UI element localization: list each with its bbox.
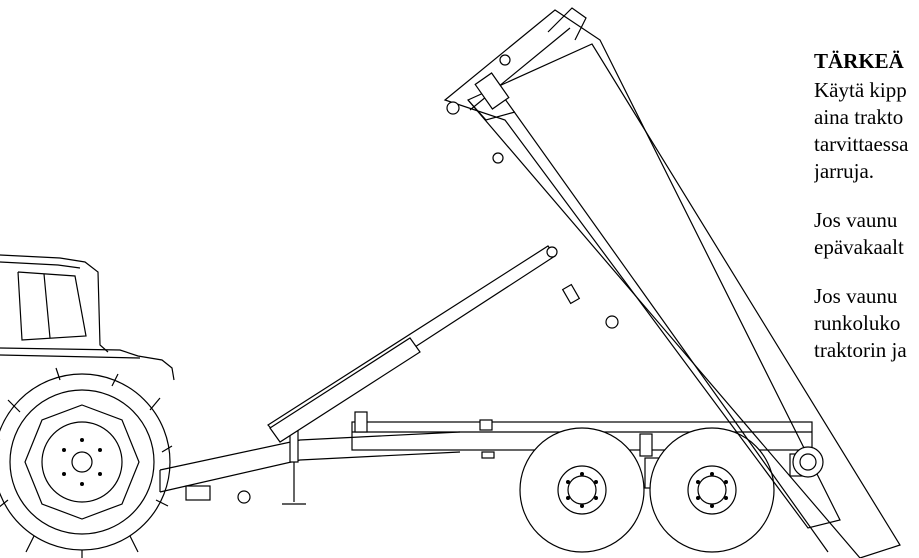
notice-line: Jos vaunu: [814, 284, 898, 308]
hook-arm: [443, 7, 841, 529]
notice-paragraph-2: Jos vaunu epävakaalt: [814, 207, 919, 261]
notice-line: tarvittaessa: [814, 132, 909, 156]
notice-line: aina trakto: [814, 105, 904, 129]
notice-line: runkoluko: [814, 311, 901, 335]
safety-notice: TÄRKEÄ Käytä kipp aina trakto tarvittaes…: [814, 48, 919, 558]
support-leg: [282, 429, 306, 505]
notice-title: TÄRKEÄ: [814, 49, 904, 73]
notice-line: jarruja.: [814, 159, 875, 183]
notice-paragraph-3: Jos vaunu runkoluko traktorin ja: [814, 283, 919, 364]
notice-line: traktorin ja: [814, 338, 907, 362]
hydraulic-cylinder: [267, 245, 558, 443]
tractor: [0, 254, 175, 558]
notice-line: Jos vaunu: [814, 208, 898, 232]
tractor-rear-wheel: [0, 367, 173, 558]
trailer-wheel-rear: [649, 427, 775, 553]
tractor-cab: [0, 254, 175, 381]
trailer-drawbar: [159, 429, 461, 505]
notice-line: Käytä kipp: [814, 78, 907, 102]
trailer-wheel-front: [519, 427, 645, 553]
notice-line: epävakaalt: [814, 235, 904, 259]
notice-paragraph-1: Käytä kipp aina trakto tarvittaessa jarr…: [814, 77, 919, 185]
